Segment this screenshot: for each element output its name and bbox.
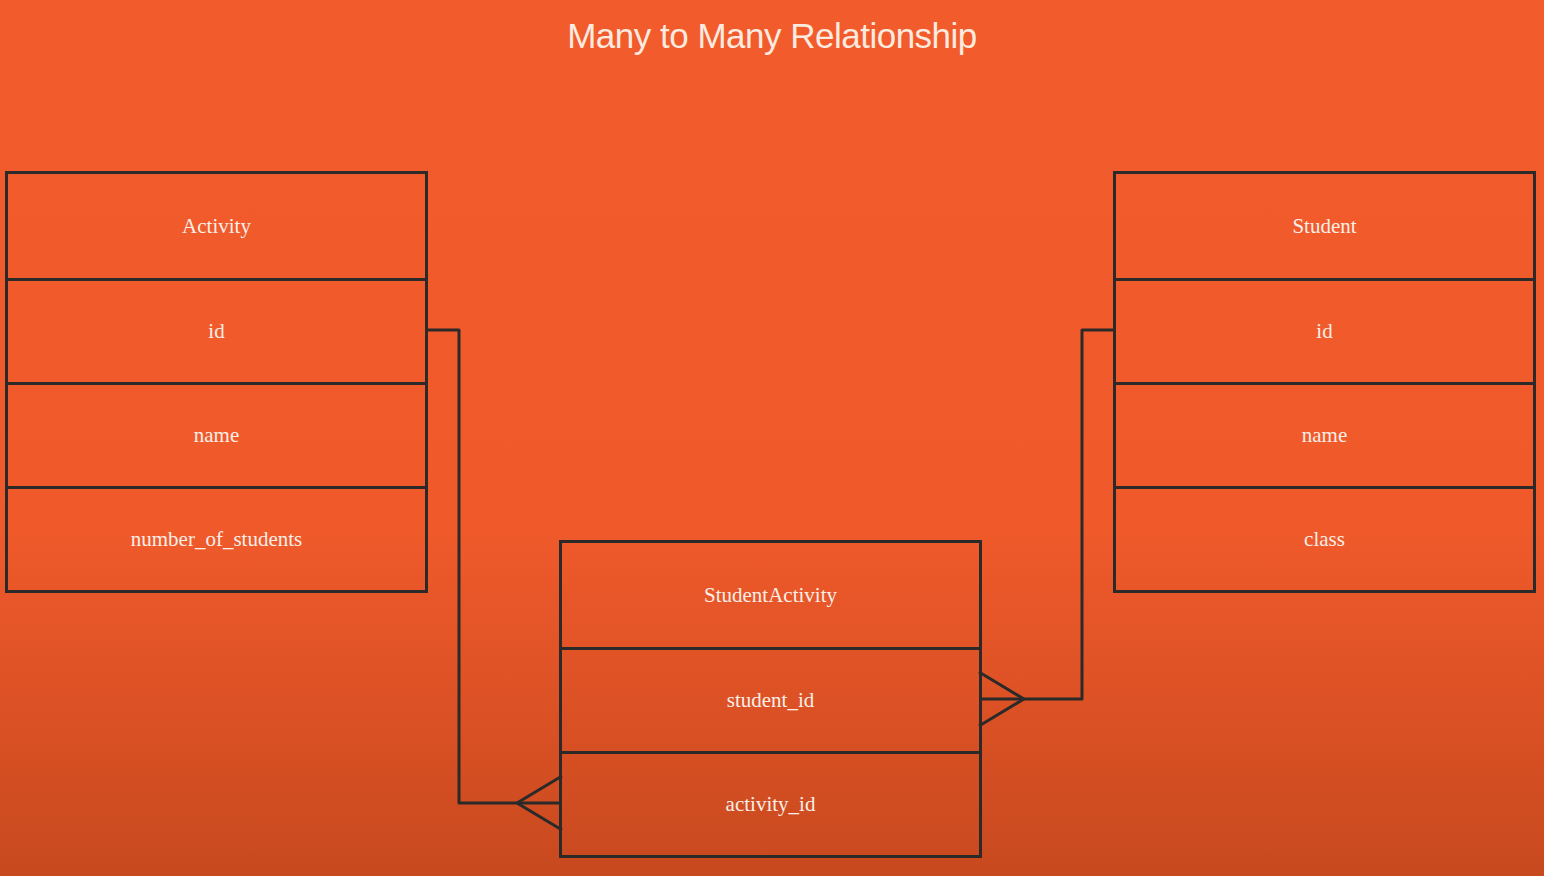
table-row: student_id — [562, 647, 979, 751]
table-row: activity_id — [562, 751, 979, 855]
table-name: Activity — [170, 208, 263, 245]
column-name: id — [196, 313, 236, 350]
relationship-connector — [979, 330, 1116, 726]
table-name: StudentActivity — [692, 577, 849, 614]
table-row: name — [8, 382, 425, 486]
table-name: Student — [1280, 208, 1368, 245]
crows-foot — [979, 699, 1024, 726]
table-header: StudentActivity — [562, 543, 979, 647]
column-name: number_of_students — [119, 521, 314, 558]
table-header: Student — [1116, 174, 1533, 278]
column-name: name — [182, 417, 251, 454]
entity-table: Student id name class — [1113, 171, 1536, 593]
entity-table: StudentActivity student_id activity_id — [559, 540, 982, 858]
crows-foot — [517, 776, 562, 803]
column-name: class — [1292, 521, 1357, 558]
table-row: class — [1116, 486, 1533, 590]
relationship-connector — [425, 330, 562, 830]
table-row: number_of_students — [8, 486, 425, 590]
column-name: student_id — [715, 682, 827, 719]
table-header: Activity — [8, 174, 425, 278]
connector-line — [979, 330, 1116, 699]
entity-table: Activity id name number_of_students — [5, 171, 428, 593]
crows-foot — [517, 803, 562, 830]
table-row: id — [8, 278, 425, 382]
column-name: name — [1290, 417, 1359, 454]
crows-foot — [979, 672, 1024, 699]
table-row: id — [1116, 278, 1533, 382]
connector-line — [425, 330, 562, 803]
column-name: id — [1304, 313, 1344, 350]
column-name: activity_id — [714, 786, 828, 823]
diagram-title: Many to Many Relationship — [0, 16, 1544, 56]
table-row: name — [1116, 382, 1533, 486]
